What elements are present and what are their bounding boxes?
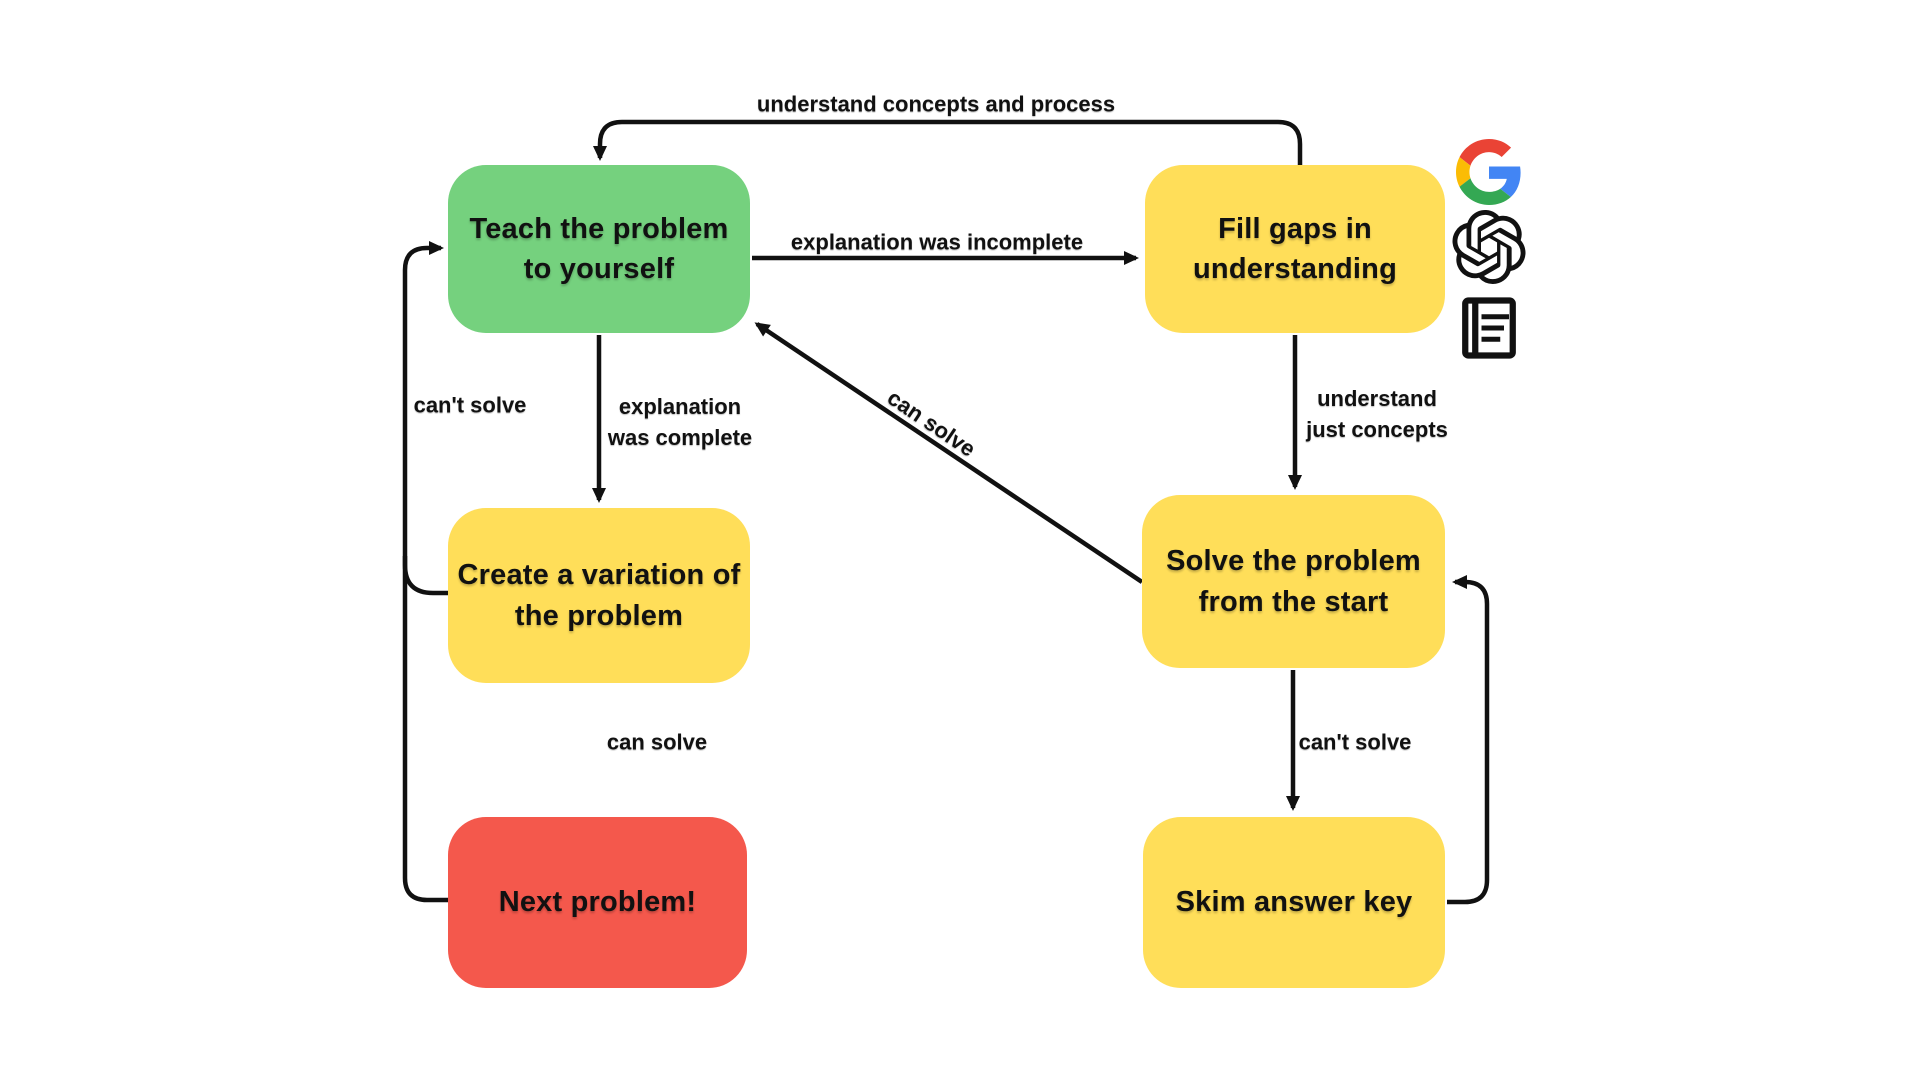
edge-label-cant-solve-left: can't solve [413,392,527,418]
edge-label-understand-concepts-and-process: understand concepts and process [756,91,1116,117]
node-next-problem-label: Next problem! [498,886,697,919]
node-next-problem: Next problem! [448,817,747,988]
edge-fillgaps-to-teach-top-loop [593,119,1303,167]
edge-skim-to-solve-right-loop [1447,575,1490,905]
node-fill-gaps-label: Fill gaps in understanding [1193,212,1397,285]
edge-label-understand-just-concepts: understand just concepts [1306,386,1448,442]
node-solve-from-start-label: Solve the problem from the start [1166,545,1421,618]
openai-logo-icon [1452,210,1526,285]
edge-solve-to-teach-diagonal [754,322,1144,584]
edge-create-branch-join-left-loop [402,556,449,596]
edge-label-explanation-was-complete: explanation was complete [607,394,753,450]
node-teach-problem-label: Teach the problem to yourself [469,212,729,285]
node-skim-answer-key: Skim answer key [1143,817,1445,988]
edge-label-can-solve-bottom: can solve [606,729,708,755]
node-solve-from-start: Solve the problem from the start [1142,495,1445,668]
notebook-icon [1459,295,1519,361]
edge-label-cant-solve-right: can't solve [1298,729,1412,755]
google-logo-icon [1456,139,1522,205]
node-skim-answer-key-label: Skim answer key [1175,886,1413,919]
edge-nextproblem-to-teach-left-loop [402,241,450,903]
node-create-variation: Create a variation of the problem [448,508,750,683]
node-teach-problem: Teach the problem to yourself [448,165,750,333]
node-fill-gaps: Fill gaps in understanding [1145,165,1445,333]
edge-label-explanation-was-incomplete: explanation was incomplete [790,229,1084,255]
node-create-variation-label: Create a variation of the problem [457,559,741,632]
